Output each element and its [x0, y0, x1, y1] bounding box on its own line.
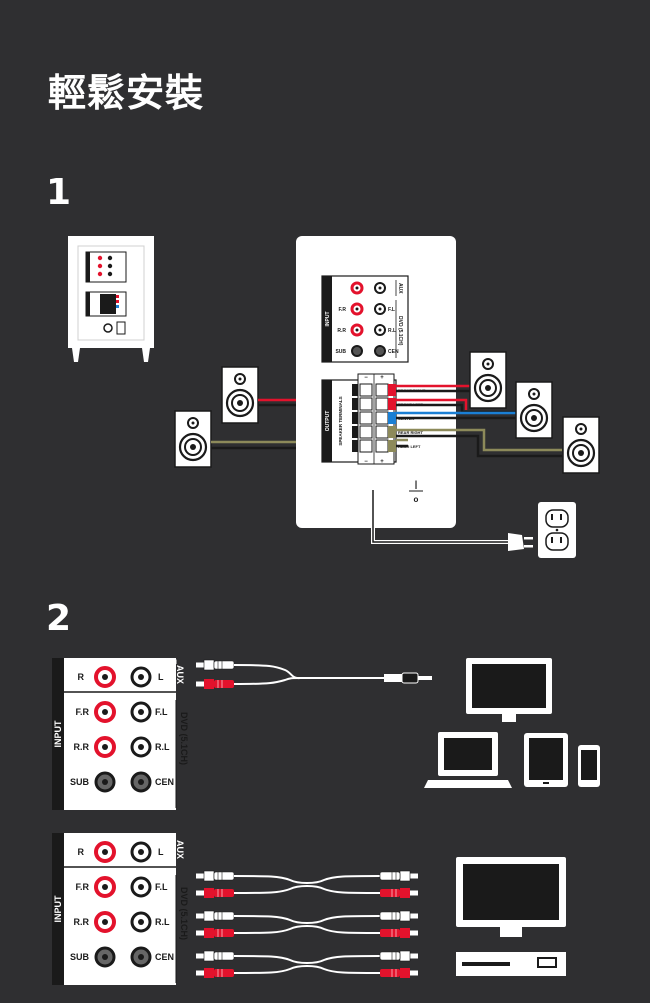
aux-panel-rl-label: R.L	[155, 742, 170, 752]
front-right-speaker-icon	[220, 365, 260, 425]
rear-left-speaker-icon	[561, 415, 601, 475]
output-terminal-block	[321, 373, 397, 465]
dvd-panel-dvd-label: DVD (5.1CH)	[179, 887, 189, 940]
power-on-symbol: |	[415, 479, 418, 489]
rca-to-3.5mm-cable	[195, 659, 432, 690]
dvd-player-icon	[456, 952, 566, 976]
panel-aux-label: AUX	[397, 283, 403, 294]
aux-panel-fl-label: F.L	[155, 707, 168, 717]
right-speaker-wires	[396, 384, 562, 458]
aux-panel-r-label: R	[78, 672, 85, 682]
terminal-minus-bottom: −	[364, 459, 368, 465]
input-jack-block	[321, 275, 409, 363]
input-panel-aux-connection	[52, 658, 177, 810]
dvd-panel-cen-label: CEN	[155, 952, 174, 962]
dvd-panel-sub-label: SUB	[70, 952, 90, 962]
dvd-panel-r-label: R	[78, 847, 85, 857]
aux-panel-l-label: L	[158, 672, 164, 682]
dvd-panel-rl-label: R.L	[155, 917, 170, 927]
aux-panel-fr-label: F.R	[76, 707, 90, 717]
jack-fr-label: F.R	[339, 307, 347, 313]
power-cord	[371, 490, 533, 551]
tablet-icon	[524, 733, 568, 787]
jack-cen-label: CEN	[388, 349, 399, 355]
panel-input-label: INPUT	[325, 312, 331, 327]
front-left-speaker-icon	[468, 350, 508, 410]
aux-panel-dvd-label: DVD (5.1CH)	[179, 712, 189, 765]
terminal-rear-right-label: REAR RIGHT	[398, 430, 423, 435]
dvd-panel-fr-label: F.R	[76, 882, 90, 892]
laptop-icon	[424, 732, 512, 788]
terminal-plus-bottom: +	[380, 459, 384, 465]
dvd-panel-aux-label: AUX	[175, 840, 185, 859]
panel-dvd-label: DVD (5.1CH)	[397, 316, 403, 346]
rear-right-speaker-icon	[173, 409, 213, 469]
step-number-1: 1	[46, 172, 72, 213]
power-off-symbol: o	[414, 495, 419, 504]
jack-rl-label: R.L	[388, 328, 396, 334]
tv-icon	[456, 857, 566, 937]
aux-panel-rr-label: R.R	[74, 742, 90, 752]
aux-panel-cen-label: CEN	[155, 777, 174, 787]
center-speaker-icon	[514, 380, 554, 440]
input-panel-dvd-connection	[52, 833, 177, 985]
dvd-panel-fl-label: F.L	[155, 882, 168, 892]
terminal-rear-left-label: REAR LEFT	[398, 444, 421, 449]
rca-cables-5.1	[195, 870, 418, 979]
computer-monitor-icon	[466, 658, 552, 722]
terminal-minus-top: −	[364, 375, 368, 381]
smartphone-icon	[578, 745, 600, 787]
jack-fl-label: F.L	[388, 307, 395, 313]
dvd-panel-l-label: L	[158, 847, 164, 857]
dvd-panel-rr-label: R.R	[74, 917, 90, 927]
wall-outlet-icon	[538, 502, 576, 558]
step-number-2: 2	[46, 598, 72, 639]
panel-speaker-terminals-label: SPEAKER TERMINALS	[338, 396, 343, 445]
jack-sub-label: SUB	[335, 349, 346, 355]
terminal-plus-top: +	[380, 375, 384, 381]
dvd-panel-input-label: INPUT	[53, 895, 63, 923]
panel-output-label: OUTPUT	[325, 411, 331, 432]
aux-panel-aux-label: AUX	[175, 665, 185, 684]
page-title: 輕鬆安裝	[48, 71, 205, 115]
jack-rr-label: R.R	[337, 328, 346, 334]
aux-panel-input-label: INPUT	[53, 720, 63, 748]
aux-panel-sub-label: SUB	[70, 777, 90, 787]
subwoofer-rear-illustration	[68, 236, 154, 362]
